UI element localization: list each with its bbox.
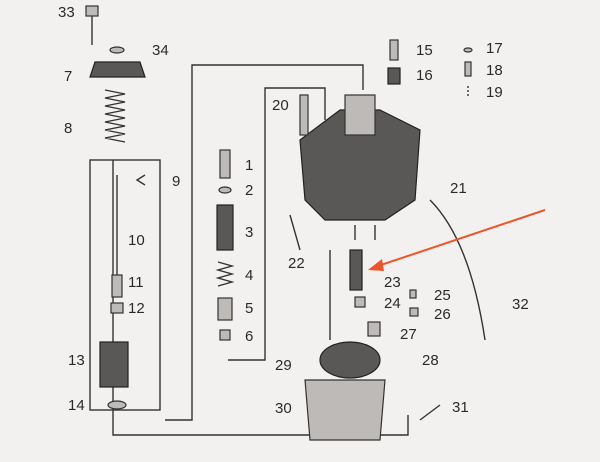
screw-33: [85, 5, 99, 17]
assembly-line-mid: [228, 87, 326, 361]
screw-20: [299, 94, 309, 136]
part-6: [219, 329, 231, 341]
screw-31: [419, 404, 441, 421]
assembly-line-top: [165, 64, 364, 421]
slide-13: [99, 341, 129, 388]
screw-1: [219, 149, 231, 179]
label-26: 26: [434, 306, 451, 323]
label-21: 21: [450, 180, 467, 197]
label-6: 6: [245, 328, 254, 345]
label-12: 12: [128, 300, 145, 317]
label-27: 27: [400, 326, 417, 343]
label-22: 22: [288, 255, 305, 272]
label-25: 25: [434, 287, 451, 304]
label-29: 29: [275, 357, 292, 374]
part-26: [409, 307, 419, 317]
label-9: 9: [172, 173, 181, 190]
washer-14: [107, 400, 127, 410]
part-18: [464, 61, 472, 77]
label-13: 13: [68, 352, 85, 369]
spring-16: [387, 67, 401, 85]
label-33: 33: [58, 4, 75, 21]
label-4: 4: [245, 267, 254, 284]
label-28: 28: [422, 352, 439, 369]
label-5: 5: [245, 300, 254, 317]
adjuster-22: [289, 214, 301, 251]
spring-8: [104, 89, 126, 143]
jet-23: [349, 249, 363, 291]
label-3: 3: [245, 224, 254, 241]
label-10: 10: [128, 232, 145, 249]
label-24: 24: [384, 295, 401, 312]
spring-4: [215, 261, 235, 287]
part-17: [463, 47, 473, 53]
label-11: 11: [128, 274, 144, 291]
label-31: 31: [452, 399, 469, 416]
label-23: 23: [384, 274, 401, 291]
label-1: 1: [245, 157, 254, 174]
label-20: 20: [272, 97, 289, 114]
part-3: [216, 204, 234, 251]
label-2: 2: [245, 182, 254, 199]
float-28: [319, 341, 381, 379]
cap-7: [89, 61, 146, 78]
float-chamber-top: [344, 94, 376, 136]
label-34: 34: [152, 42, 169, 59]
label-19: 19: [486, 84, 503, 101]
part-27: [367, 321, 381, 337]
washer-2: [218, 186, 232, 194]
part-5: [217, 297, 233, 321]
label-32: 32: [512, 296, 529, 313]
annotation-arrow: [371, 209, 546, 269]
part-24: [354, 296, 366, 308]
clip-11: [111, 274, 123, 298]
annotation-arrowhead: [368, 259, 384, 271]
label-17: 17: [486, 40, 503, 57]
label-15: 15: [416, 42, 433, 59]
part-25: [409, 289, 417, 299]
screw-15: [389, 39, 399, 61]
label-8: 8: [64, 120, 73, 137]
label-30: 30: [275, 400, 292, 417]
slide-frame: [89, 159, 161, 411]
label-7: 7: [64, 68, 73, 85]
washer-34: [109, 46, 125, 54]
hose-32: [429, 199, 486, 341]
label-18: 18: [486, 62, 503, 79]
label-16: 16: [416, 67, 433, 84]
label-14: 14: [68, 397, 85, 414]
part-12: [110, 302, 124, 314]
bowl-30: [304, 379, 386, 441]
